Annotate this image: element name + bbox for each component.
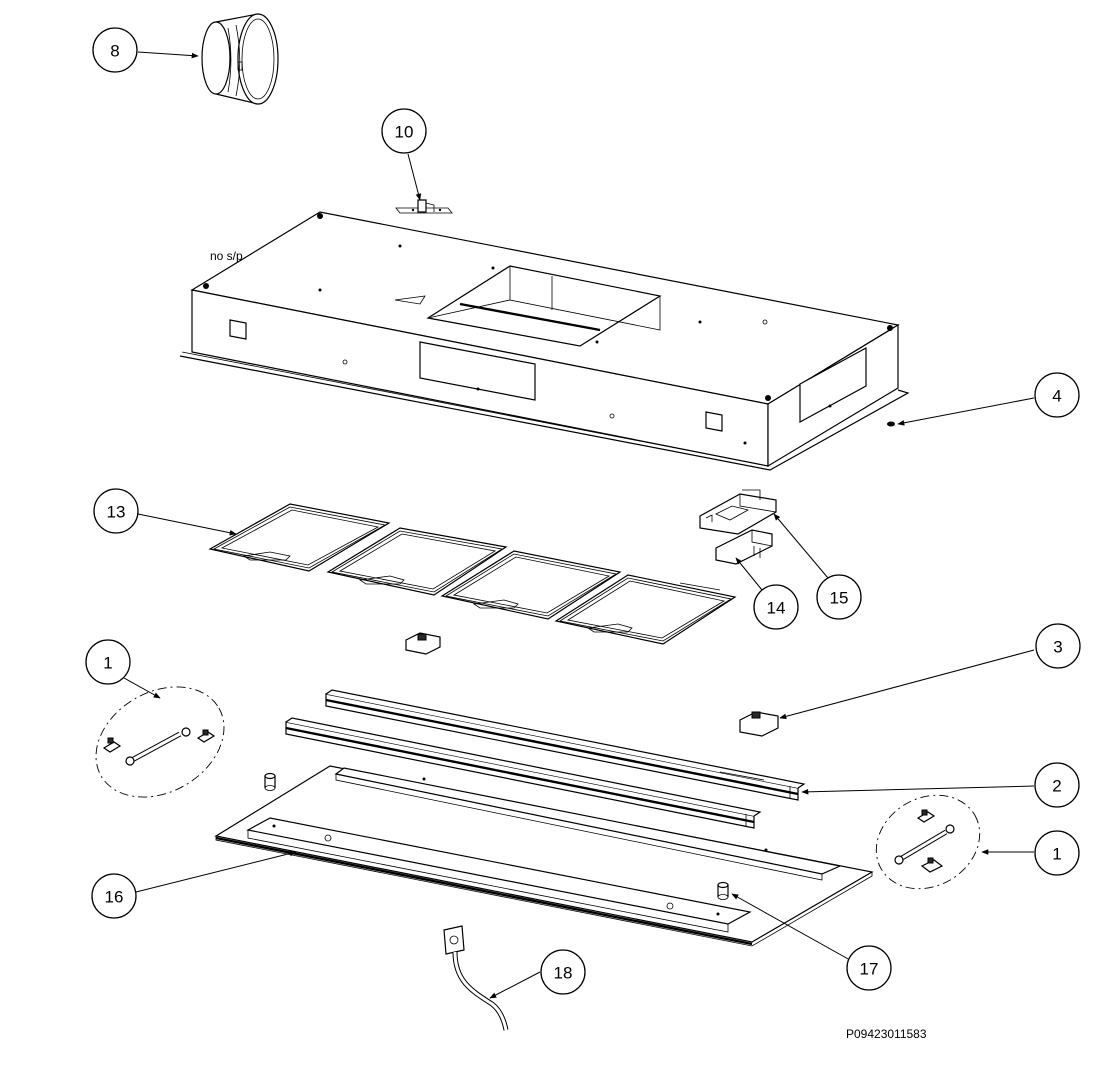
leader-8	[137, 51, 199, 59]
leader-lines	[123, 51, 1035, 999]
part-grease-filters	[208, 503, 737, 645]
callout-label: 2	[1052, 777, 1061, 796]
part-switch-cable	[443, 925, 509, 1031]
part-screw	[887, 421, 895, 427]
callout-16: 16	[91, 873, 137, 919]
part-rails	[285, 689, 806, 829]
grease-filter	[554, 574, 737, 645]
callout-8: 8	[92, 27, 138, 73]
leader-16	[135, 850, 297, 893]
part-hood-housing	[179, 211, 910, 471]
leader-2	[801, 785, 1035, 795]
leader-13	[137, 513, 237, 536]
part-small-bracket	[405, 632, 441, 655]
leader-4	[897, 397, 1035, 426]
callout-label: 4	[1052, 387, 1061, 406]
callout-label: 18	[554, 964, 573, 983]
callout-1-right: 1	[1034, 830, 1080, 876]
grease-filter	[208, 503, 391, 572]
part-duct-connector	[201, 13, 279, 105]
callout-label: 1	[103, 654, 112, 673]
callout-13: 13	[93, 488, 139, 534]
callout-label: 3	[1053, 638, 1062, 657]
leader-15	[773, 513, 829, 579]
leader-3	[779, 649, 1035, 720]
callout-2: 2	[1034, 762, 1080, 808]
callout-17: 17	[846, 945, 892, 991]
leader-10	[407, 153, 422, 201]
callout-label: 16	[105, 888, 124, 907]
callout-label: 14	[767, 599, 786, 618]
part-switch-bracket	[699, 489, 777, 535]
callout-15: 15	[816, 574, 862, 620]
callout-10: 10	[381, 108, 427, 154]
leader-1-left	[123, 677, 161, 699]
reference-code: P09423011583	[846, 1027, 927, 1041]
part-top-clip	[395, 199, 453, 214]
grease-filter	[440, 550, 622, 620]
callout-14: 14	[753, 584, 799, 630]
part-spacer	[264, 772, 276, 791]
grease-filter	[326, 527, 508, 596]
callout-4: 4	[1034, 372, 1080, 418]
leader-18	[489, 971, 541, 999]
callout-label: 10	[395, 123, 414, 142]
no-spare-part-note: no s/p	[210, 249, 243, 263]
part-gas-strut-right	[875, 794, 981, 890]
part-bottom-panel	[214, 765, 874, 947]
callout-18: 18	[540, 949, 586, 995]
callout-label: 17	[860, 960, 879, 979]
callout-label: 13	[107, 503, 126, 522]
leader-17	[731, 893, 851, 961]
part-spacer	[717, 881, 729, 900]
leader-14	[735, 557, 763, 591]
callout-label: 15	[830, 589, 849, 608]
callout-label: 8	[110, 42, 119, 61]
callout-1-left: 1	[85, 639, 131, 685]
callout-label: 1	[1052, 845, 1061, 864]
part-hinge-bracket	[739, 711, 779, 737]
part-switch-housing	[715, 529, 773, 565]
part-gas-strut-left	[95, 686, 225, 798]
callout-3: 3	[1035, 623, 1081, 669]
